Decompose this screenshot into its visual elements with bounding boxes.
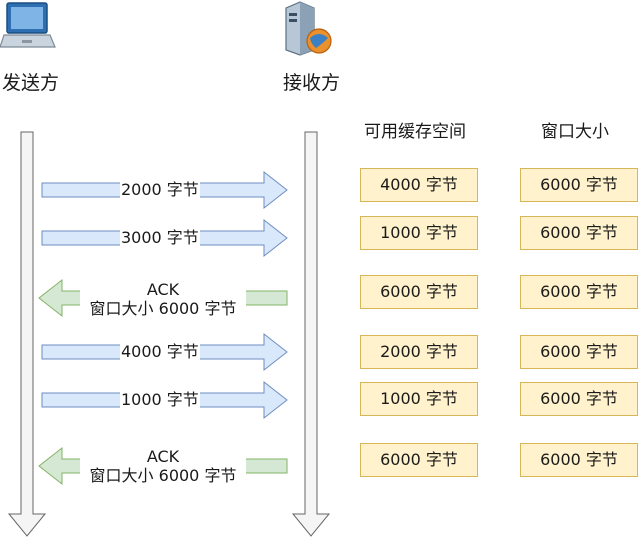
receiver-lifeline — [291, 131, 331, 537]
buffer-cell: 1000 字节 — [360, 382, 478, 416]
server-icon — [285, 1, 332, 56]
sender-label: 发送方 — [2, 72, 60, 94]
window-cell: 6000 字节 — [520, 275, 638, 309]
buffer-cell: 6000 字节 — [360, 275, 478, 309]
data-message-label: 3000 字节 — [120, 228, 200, 247]
receiver-label: 接收方 — [283, 72, 341, 94]
ack-message-label: ACK 窗口大小 6000 字节 — [80, 447, 246, 485]
available-buffer-header: 可用缓存空间 — [364, 122, 466, 142]
window-cell: 6000 字节 — [520, 382, 638, 416]
window-cell: 6000 字节 — [520, 168, 638, 202]
sender-lifeline — [7, 131, 47, 537]
window-size-header: 窗口大小 — [541, 122, 609, 142]
buffer-cell: 2000 字节 — [360, 335, 478, 369]
window-cell: 6000 字节 — [520, 216, 638, 250]
buffer-cell: 4000 字节 — [360, 168, 478, 202]
window-cell: 6000 字节 — [520, 443, 638, 477]
ack-window-line: 窗口大小 6000 字节 — [89, 466, 237, 485]
window-cell: 6000 字节 — [520, 335, 638, 369]
ack-line: ACK — [146, 280, 180, 299]
ack-line: ACK — [146, 447, 180, 466]
buffer-cell: 6000 字节 — [360, 443, 478, 477]
laptop-icon — [0, 2, 56, 48]
data-message-label: 4000 字节 — [120, 342, 200, 361]
ack-message-label: ACK 窗口大小 6000 字节 — [80, 280, 246, 318]
data-message-label: 1000 字节 — [120, 390, 200, 409]
buffer-cell: 1000 字节 — [360, 216, 478, 250]
ack-window-line: 窗口大小 6000 字节 — [89, 299, 237, 318]
data-message-label: 2000 字节 — [120, 180, 200, 199]
